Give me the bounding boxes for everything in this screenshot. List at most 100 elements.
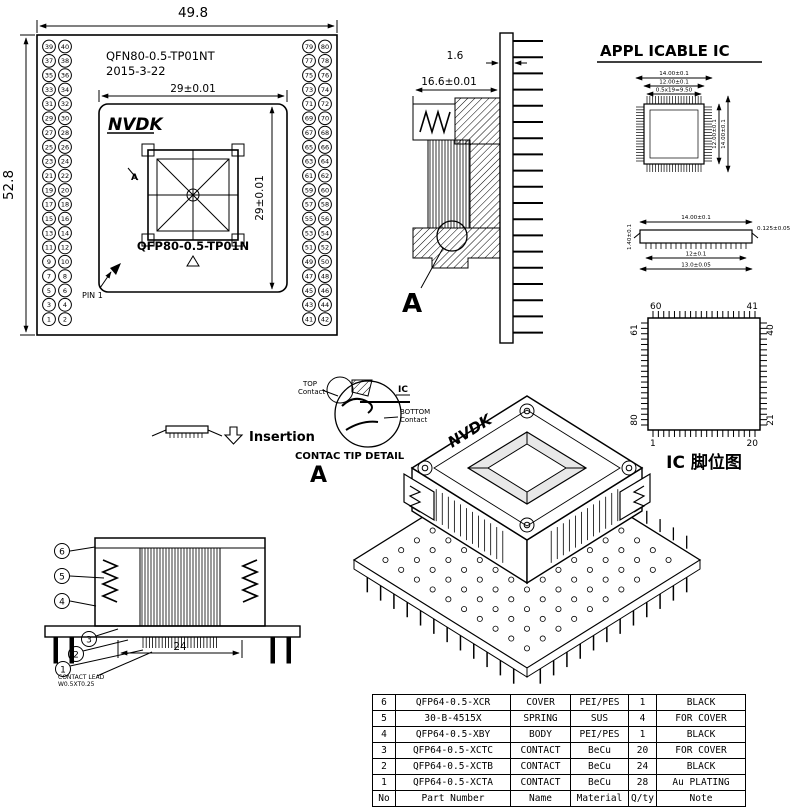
ic-side-dim-top: 14.00±0.1 [681,215,711,221]
front-contact-stack [139,547,221,627]
callout-6 [54,543,70,559]
spring-symbol [419,109,451,135]
pinout-1: 1 [650,439,656,449]
pin-number: 17 [45,201,53,209]
ic-side-lead-ticks [645,243,747,249]
table-cell: CONTACT [510,758,571,775]
pin-number: 4 [63,301,67,309]
lead-note-2: W0.5XT0.25 [58,681,95,688]
pin-number: 37 [45,57,53,65]
pin-hole [58,269,72,284]
pin-hole [318,312,332,327]
callout-3 [81,631,97,647]
pin-hole [58,39,72,54]
table-cell: BeCu [570,774,629,791]
pin-hole [302,269,316,284]
pin-hole [58,53,72,68]
iso-screw [417,460,433,476]
pinout-60: 60 [650,302,662,312]
dim-overall-width: 49.8 [178,5,208,21]
flat-ic-body [165,425,209,434]
table-cell: BODY [510,726,571,743]
plate-hole [492,586,499,593]
pin-hole [302,39,316,54]
pin-hole [318,197,332,212]
plate-hole [602,557,609,564]
table-cell: No [372,790,396,807]
rect-primitive [270,636,275,664]
pin-hole [302,183,316,197]
plate-hole [555,625,562,632]
pinout-40: 40 [766,324,776,336]
table-cell: PEI/PES [570,726,629,743]
plate-hole [555,606,562,613]
plate-hole [429,527,436,534]
pin-number: 19 [45,186,53,194]
pinout-caption: IC 脚位图 [666,452,742,473]
pin-number: 30 [61,115,69,123]
pin-number: 36 [61,72,69,80]
pin-hole [318,183,332,197]
ic-side-dim-bottom1: 12±0.1 [686,252,707,258]
table-cell: 4 [628,710,657,727]
pin-hole [58,168,72,183]
part-number: QFN80-0.5-TP01NT [106,49,216,63]
table-cell: QFP64-0.5-XCR [395,694,511,711]
rect-primitive [469,143,501,229]
table-cell: BLACK [656,694,746,711]
line-primitive [69,649,144,667]
plate-hole [634,576,641,583]
circle-primitive [625,464,633,472]
plate-hole [618,586,625,593]
pin-number: 39 [45,43,53,51]
plate-hole [445,557,452,564]
pin-number: 24 [61,158,69,166]
pin-number: 75 [305,72,313,80]
cover-frame [98,103,288,293]
pin-hole [318,97,332,111]
line-primitive [383,416,399,419]
plate-hole [539,635,546,642]
pin-number: 2 [63,315,67,323]
polygon-primitive [433,409,621,527]
table-cell: SUS [570,710,629,727]
rect-primitive [649,109,699,159]
pin-hole [42,197,56,212]
rect-primitive [231,143,245,157]
pin-hole [58,154,72,169]
line-primitive [420,247,444,289]
pin-hole [58,254,72,269]
pin-number: 20 [61,186,69,194]
base-board [44,625,301,638]
plate-hole [492,566,499,573]
pin-number: 27 [45,129,53,137]
bottom-contact-label2: Contact [400,416,427,424]
pin-number: 58 [321,201,329,209]
pin-number: 13 [45,229,53,237]
detail-circle [436,220,468,252]
pin-number: 61 [305,172,313,180]
table-cell: Name [510,790,571,807]
pin-hole [302,125,316,140]
pin-hole [302,226,316,240]
pin-number: 40 [61,43,69,51]
line-primitive [69,546,96,552]
table-cell: QFP64-0.5-XCTB [395,758,511,775]
pin-number: 14 [61,229,69,237]
table-cell: 28 [628,774,657,791]
line-primitive [69,600,97,607]
plate-hole [539,576,546,583]
pin-hole [42,211,56,226]
plate-hole [571,615,578,622]
table-cell: 6 [372,694,396,711]
section-title: APPL ICABLE IC [600,42,730,60]
text-primitive: 6 [59,548,65,558]
plate-hole [413,557,420,564]
insertion-label: Insertion [249,430,315,445]
rect-primitive [286,636,291,664]
pin-hole [318,82,332,97]
pin-number: 11 [45,244,53,252]
adapter-board [499,32,514,344]
